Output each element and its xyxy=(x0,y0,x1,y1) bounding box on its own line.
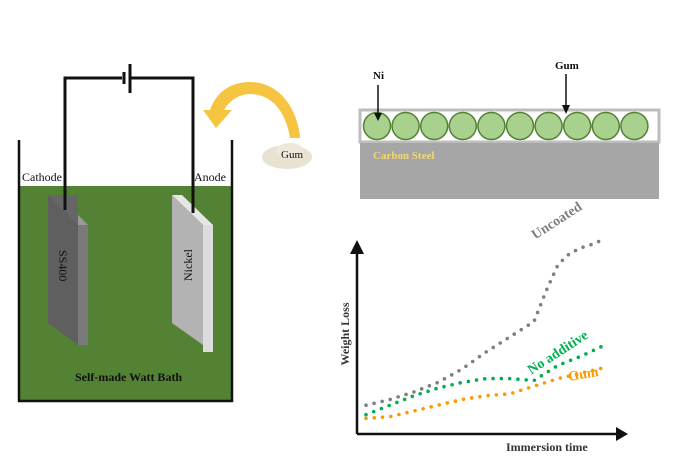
gum-label: Gum xyxy=(555,60,579,72)
ni-particle xyxy=(591,111,621,141)
ni-particle xyxy=(562,111,592,141)
weight-loss-chart xyxy=(350,236,628,441)
ni-particle xyxy=(534,111,563,141)
ni-particle xyxy=(419,111,449,141)
cathode-label: Cathode xyxy=(22,170,62,184)
ni-particle xyxy=(505,111,535,141)
series-uncoated xyxy=(364,236,608,407)
carbon-steel-substrate xyxy=(360,143,659,199)
curved-arrow-icon xyxy=(203,82,300,138)
ni-particle xyxy=(477,111,506,141)
series-no-additive xyxy=(364,342,608,417)
gum-powder-label: Gum xyxy=(281,149,303,161)
x-axis-label: Immersion time xyxy=(506,440,588,454)
ni-particle xyxy=(620,111,649,141)
ni-particles xyxy=(362,111,649,141)
ni-particle xyxy=(448,111,478,141)
cathode-plate-label: SS400 xyxy=(56,250,70,282)
ni-label: Ni xyxy=(373,70,384,82)
anode-label: Anode xyxy=(194,170,226,184)
ni-particle xyxy=(391,111,420,141)
anode-wire xyxy=(131,76,195,213)
cathode-plate xyxy=(48,195,88,345)
beaker xyxy=(17,140,234,403)
ni-particle xyxy=(362,111,392,141)
x-axis-arrowhead xyxy=(616,427,628,441)
bath-label: Self-made Watt Bath xyxy=(75,370,183,384)
series-gum xyxy=(364,365,608,421)
y-axis-arrowhead xyxy=(350,240,364,254)
cathode-wire xyxy=(63,76,122,210)
y-axis-label: Weight Loss xyxy=(338,302,352,366)
carbon-steel-label: Carbon Steel xyxy=(373,150,435,162)
anode-plate-label: Nickel xyxy=(181,249,195,281)
